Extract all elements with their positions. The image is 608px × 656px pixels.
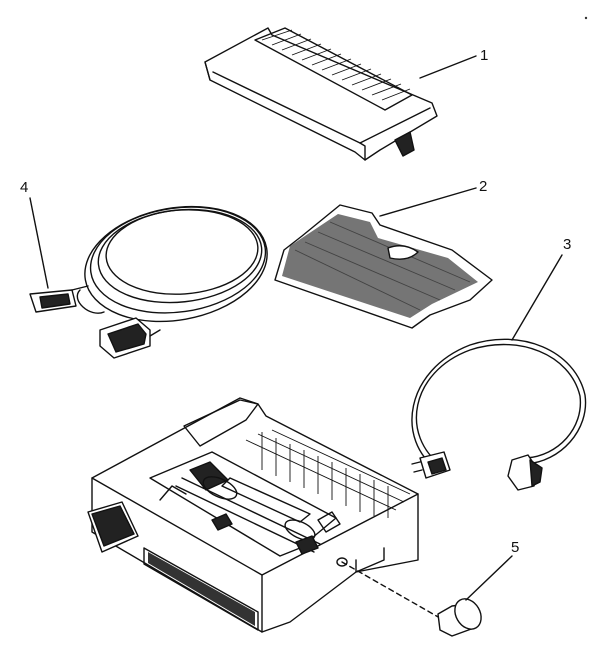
- callout-5: 5: [511, 539, 519, 556]
- leader-line-4: [29, 197, 49, 289]
- power-cord: [411, 254, 587, 491]
- printer-base-unit: [87, 397, 441, 633]
- callout-2: 2: [479, 178, 487, 195]
- platen-knob: [437, 555, 513, 637]
- leader-line-3: [511, 254, 563, 341]
- leader-line-1: [419, 55, 477, 79]
- interface-cable: [29, 197, 268, 359]
- callout-1: 1: [480, 47, 488, 64]
- paper-separator: [274, 187, 493, 329]
- leader-line-5: [465, 555, 513, 601]
- top-cover: [204, 27, 477, 161]
- leader-line-2: [379, 187, 477, 217]
- callout-3: 3: [563, 236, 571, 253]
- stray-dot: [584, 16, 588, 20]
- callout-4: 4: [20, 179, 28, 196]
